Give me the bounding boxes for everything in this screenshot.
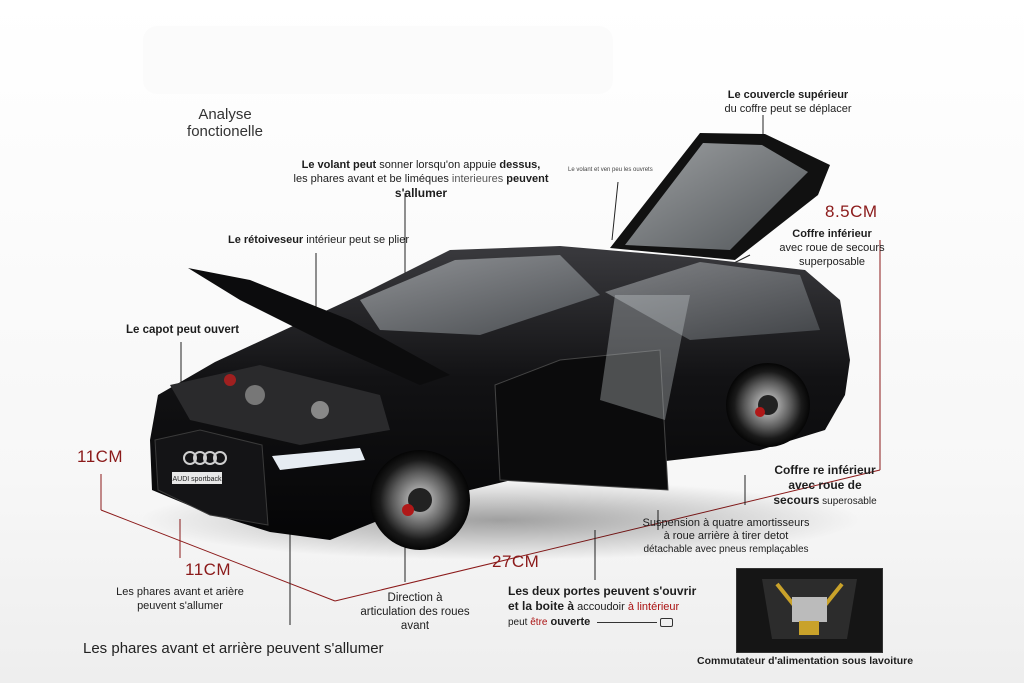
- plate-text: AUDI sportback: [172, 476, 222, 483]
- suspension-line-1: Suspension à quatre amortisseurs: [642, 517, 810, 529]
- wheel-line-2a: les phares avant et be liméques: [293, 173, 452, 185]
- label-steering-wheel: Le volant peut sonner lorsqu'on appuie d…: [290, 158, 552, 200]
- title-line-1: Analyse: [198, 106, 252, 123]
- label-lower-trunk-b: Coffre re inférieur avec roue de secours…: [760, 463, 890, 509]
- doors-line-3c: ouverte: [547, 616, 591, 628]
- direction-line-1: Direction à: [387, 592, 443, 604]
- front-wheel: [370, 450, 470, 550]
- wheel-line-3: s'allumer: [394, 186, 448, 200]
- trunk-cover-line-1: Le couvercle supérieur: [727, 89, 849, 101]
- lower-trunk-b-line-3b: superosable: [819, 496, 877, 507]
- lower-trunk-line-3: superposable: [798, 256, 866, 268]
- blank-banner: [143, 26, 613, 94]
- hood: [188, 268, 450, 385]
- page-title: Analyse fonctionelle: [160, 106, 290, 140]
- lower-trunk-b-line-2: avec roue de: [788, 478, 862, 492]
- mirror-a: Le rétoiveseur: [228, 234, 304, 246]
- audi-rings: [183, 451, 227, 465]
- label-hood: Le capot peut ouvert: [126, 324, 240, 336]
- lower-trunk-line-2: avec roue de secours: [779, 242, 885, 254]
- dimension-width: 11CM: [185, 560, 232, 579]
- doors-line-3a: peut: [508, 617, 531, 628]
- label-lower-trunk: Coffre inférieur avec roue de secours su…: [772, 227, 892, 269]
- lower-trunk-line-1: Coffre inférieur: [792, 228, 872, 240]
- wheel-line-2b: interieures: [451, 173, 504, 185]
- suspension-line-3: détachable avec pneus remplaçables: [643, 544, 809, 555]
- small-note: Le volant et ven peu les ouvrets: [568, 167, 653, 173]
- trunk-lid: [610, 133, 830, 260]
- rear-wheel: [726, 363, 810, 447]
- doors-line-1: Les deux portes peuvent s'ouvrir: [508, 584, 697, 598]
- mirror-b: intérieur peut se plier: [303, 234, 409, 246]
- direction-line-3: avant: [400, 620, 430, 632]
- label-power-switch: Commutateur d'alimentation sous lavoitur…: [697, 655, 914, 667]
- lights-small-line-1: Les phares avant et arière: [116, 586, 244, 598]
- label-lights-big: Les phares avant et arrière peuvent s'al…: [83, 640, 384, 657]
- wheel-line-2c: peuvent: [503, 173, 549, 185]
- lights-small-line-2: peuvent s'allumer: [137, 600, 223, 612]
- wheel-line-1a: Le volant peut: [301, 159, 377, 171]
- lower-trunk-b-line-3a: secours: [773, 493, 820, 507]
- label-doors: Les deux portes peuvent s'ouvrir et la b…: [508, 584, 708, 630]
- title-line-2: fonctionelle: [187, 123, 263, 140]
- label-suspension: Suspension à quatre amortisseurs à roue …: [628, 517, 824, 556]
- trunk-cover-line-2: du coffre peut se déplacer: [724, 103, 852, 115]
- doors-line-2a: et la boite à: [508, 599, 575, 613]
- wheel-line-1c: dessus,: [499, 159, 541, 171]
- dimension-length: 27CM: [492, 552, 540, 571]
- switch-icon: [659, 617, 673, 627]
- lower-trunk-b-line-1: Coffre re inférieur: [774, 463, 876, 477]
- suspension-line-2: à roue arrière à tirer detot: [663, 530, 789, 542]
- label-lights-small: Les phares avant et arière peuvent s'all…: [100, 585, 260, 613]
- doors-line-2b: accoudoir: [574, 601, 628, 613]
- label-trunk-cover: Le couvercle supérieur du coffre peut se…: [710, 88, 866, 116]
- doors-line-2c: à lintérieur: [627, 601, 680, 613]
- doors-line-3b: être: [530, 617, 548, 628]
- dimension-height-rear: 8.5CM: [825, 202, 878, 221]
- dimension-height-front: 11CM: [77, 447, 124, 466]
- label-direction: Direction à articulation des roues avant: [352, 591, 478, 633]
- label-mirror: Le rétoiveseur intérieur peut se plier: [228, 233, 409, 247]
- doors-leader: [597, 621, 658, 623]
- door: [494, 349, 669, 491]
- power-switch-photo: [736, 568, 883, 653]
- wheel-line-1b: sonner lorsqu'on appuie: [376, 159, 500, 171]
- direction-line-2: articulation des roues: [360, 606, 470, 618]
